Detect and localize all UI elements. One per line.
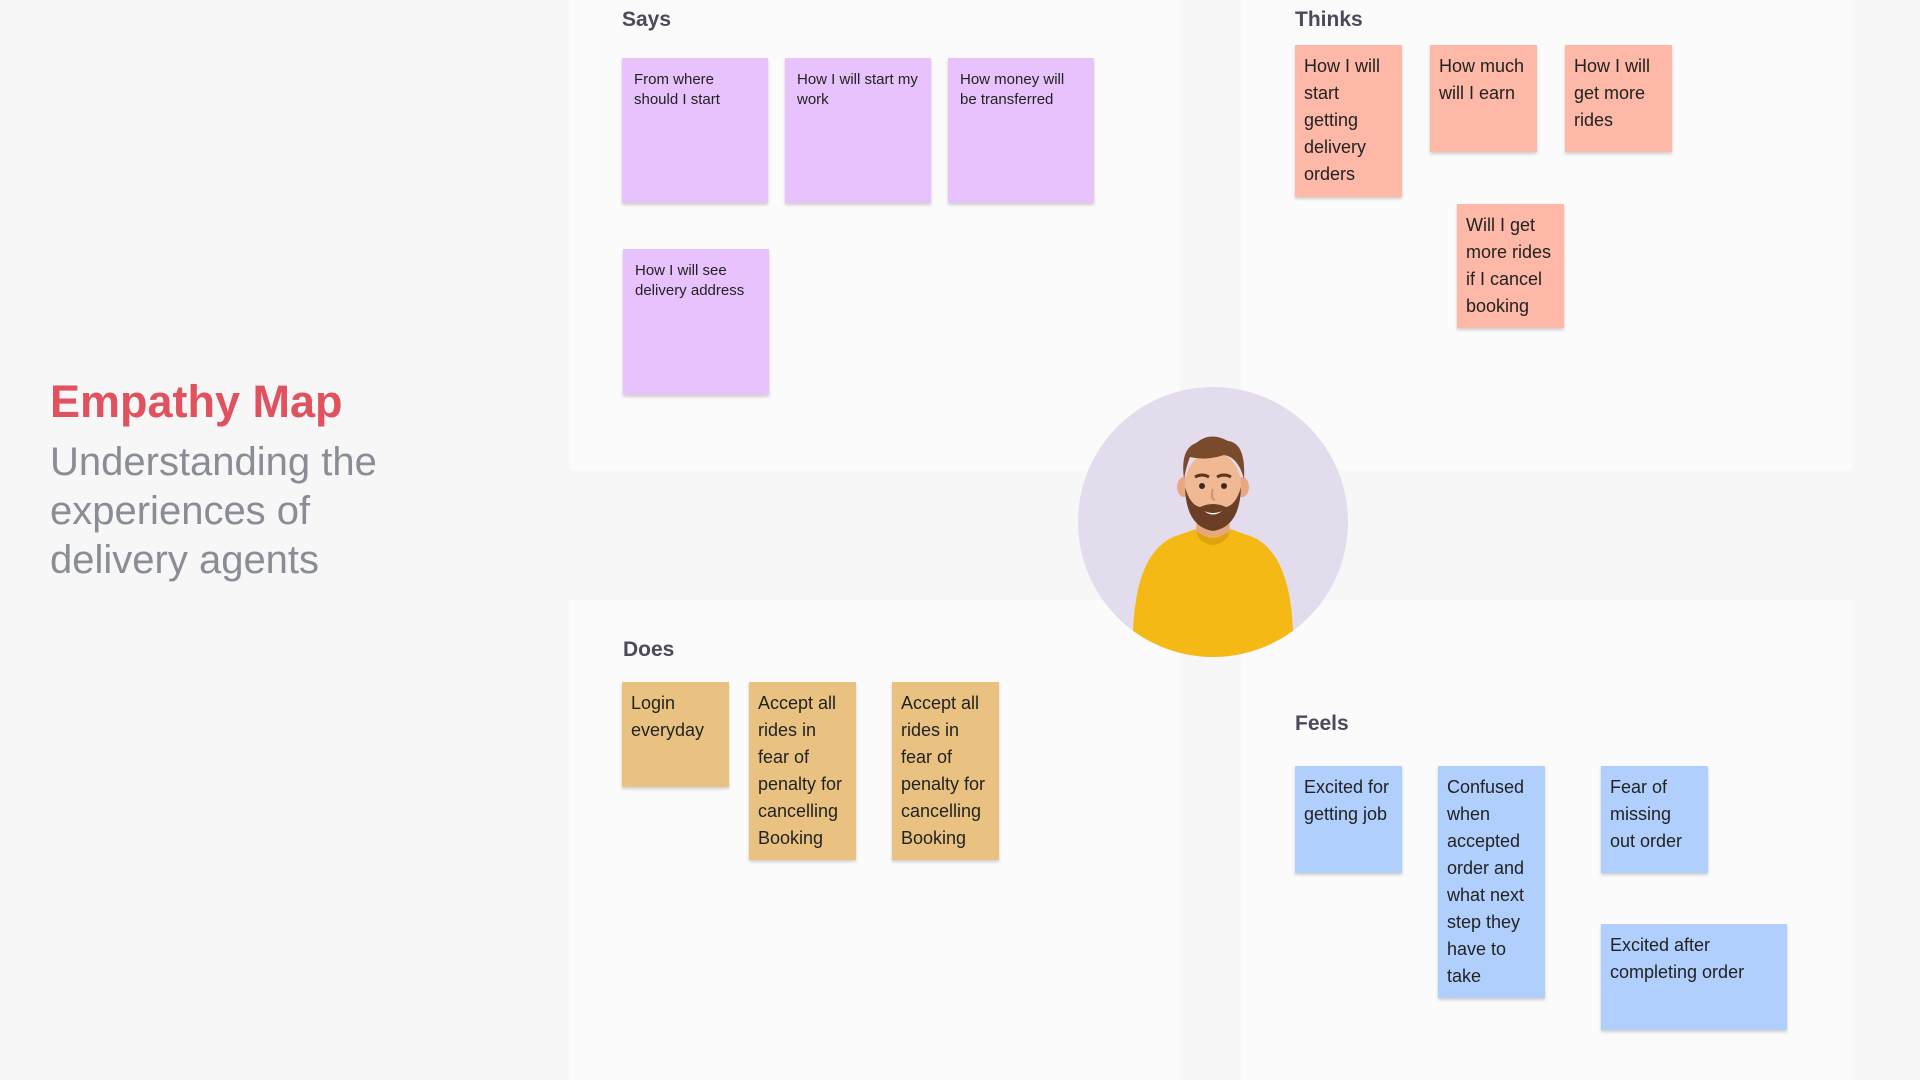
thinks-note[interactable]: Will I get more rides if I cancel bookin… — [1457, 204, 1564, 328]
does-quadrant — [570, 600, 1180, 1080]
persona-avatar — [1078, 387, 1348, 657]
feels-note[interactable]: Excited for getting job — [1295, 766, 1402, 873]
page-title: Empathy Map — [50, 376, 343, 427]
feels-note[interactable]: Fear of missing out order — [1601, 766, 1708, 873]
says-heading: Says — [622, 8, 672, 31]
says-note[interactable]: How money will be transferred — [948, 58, 1094, 203]
says-note[interactable]: How I will start my work — [785, 58, 931, 203]
thinks-note[interactable]: How I will get more rides — [1565, 45, 1672, 152]
bearded-man-icon — [1132, 436, 1294, 657]
feels-heading: Feels — [1295, 712, 1349, 735]
thinks-note[interactable]: How I will start getting delivery orders — [1295, 45, 1402, 197]
does-heading: Does — [623, 638, 675, 661]
does-note[interactable]: Accept all rides in fear of penalty for … — [749, 682, 856, 860]
says-note[interactable]: From where should I start — [622, 58, 768, 203]
says-note[interactable]: How I will see delivery address — [623, 249, 769, 395]
title-block: Empathy Map Understanding the experience… — [50, 372, 530, 585]
does-note[interactable]: Login everyday — [622, 682, 729, 787]
thinks-heading: Thinks — [1295, 8, 1363, 31]
does-note[interactable]: Accept all rides in fear of penalty for … — [892, 682, 999, 860]
feels-note[interactable]: Excited after completing order — [1601, 924, 1787, 1030]
page-subtitle: Understanding the experiences of deliver… — [50, 440, 377, 582]
thinks-note[interactable]: How much will I earn — [1430, 45, 1537, 152]
feels-note[interactable]: Confused when accepted order and what ne… — [1438, 766, 1545, 998]
